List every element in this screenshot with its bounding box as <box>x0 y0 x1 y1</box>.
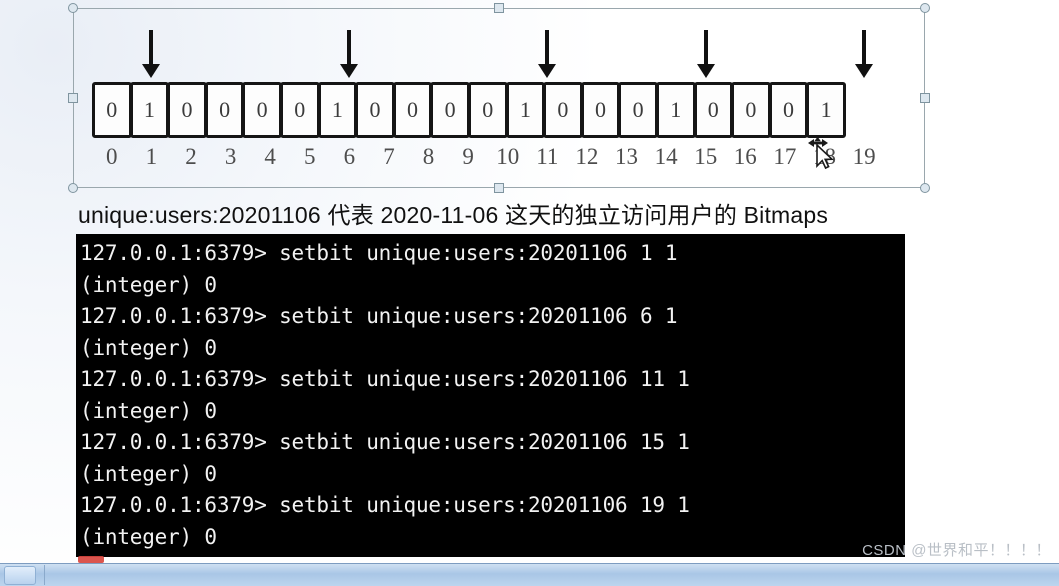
arrow-slot-3 <box>211 24 251 82</box>
arrow-slot-6 <box>330 24 370 82</box>
terminal-line: 127.0.0.1:6379> setbit unique:users:2020… <box>80 241 678 265</box>
arrow-slot-0 <box>92 24 132 82</box>
bit-cell: 0 <box>242 82 282 138</box>
bit-index-label: 14 <box>654 144 678 169</box>
terminal-line: (integer) 0 <box>80 398 217 423</box>
terminal-line: 127.0.0.1:6379> setbit unique:users:2020… <box>80 493 690 517</box>
bit-cell: 0 <box>693 82 734 138</box>
arrow-row <box>92 24 904 82</box>
bit-index-label: 16 <box>733 144 757 169</box>
arrow-slot-12 <box>567 24 607 82</box>
bit-index-label: 6 <box>343 144 356 169</box>
resize-handle-top-center[interactable] <box>494 3 504 13</box>
resize-handle-top-left[interactable] <box>68 3 78 13</box>
arrow-slot-19 <box>844 24 884 82</box>
bit-cell: 1 <box>655 82 696 138</box>
bit-cell: 1 <box>505 82 546 138</box>
arrow-slot-11 <box>528 24 568 82</box>
redis-cli-terminal[interactable]: 127.0.0.1:6379> setbit unique:users:2020… <box>76 234 905 557</box>
bit-index-label: 2 <box>185 144 197 169</box>
terminal-line: (integer) 0 <box>80 335 217 360</box>
down-arrow-icon <box>142 30 161 78</box>
resize-handle-middle-left[interactable] <box>68 93 78 103</box>
terminal-line: 127.0.0.1:6379> setbit unique:users:2020… <box>80 367 690 391</box>
bit-cell: 1 <box>129 82 170 138</box>
csdn-watermark: CSDN @世界和平！！！！ <box>862 542 1051 559</box>
arrow-slot-10 <box>488 24 528 82</box>
down-arrow-icon <box>340 30 359 78</box>
bit-cell: 0 <box>167 82 207 138</box>
arrow-slot-2 <box>171 24 211 82</box>
bit-cell: 0 <box>279 82 320 138</box>
bit-cell: 0 <box>618 82 658 138</box>
bit-cell: 0 <box>731 82 771 138</box>
terminal-line: (integer) 0 <box>80 461 217 486</box>
windows-taskbar[interactable] <box>0 563 1059 586</box>
arrow-slot-15 <box>686 24 726 82</box>
bit-cell: 0 <box>392 82 433 138</box>
bit-cell: 1 <box>317 82 358 138</box>
figure-caption: unique:users:20201106 代表 2020-11-06 这天的独… <box>78 202 829 228</box>
bit-cell: 0 <box>768 82 809 138</box>
arrow-slot-8 <box>409 24 449 82</box>
arrow-slot-1 <box>132 24 172 82</box>
terminal-line: 127.0.0.1:6379> setbit unique:users:2020… <box>80 430 690 454</box>
down-arrow-icon <box>538 30 557 78</box>
bit-index-label: 19 <box>852 144 876 169</box>
bit-cell: 0 <box>355 82 395 138</box>
resize-handle-bottom-left[interactable] <box>68 183 78 193</box>
bit-index-label: 8 <box>422 144 435 169</box>
bit-index-label: 4 <box>264 144 276 169</box>
down-arrow-icon <box>855 30 874 78</box>
bit-cell: 1 <box>806 82 846 138</box>
taskbar-divider <box>44 565 45 585</box>
start-button[interactable] <box>4 566 36 585</box>
arrow-slot-4 <box>250 24 290 82</box>
bit-index-label: 15 <box>694 144 718 169</box>
red-annotation-mark <box>78 556 104 563</box>
arrow-slot-14 <box>646 24 686 82</box>
bit-index-label: 5 <box>304 144 316 169</box>
bit-index-label: 17 <box>773 144 797 169</box>
bit-cell: 0 <box>204 82 245 138</box>
bit-index-label: 9 <box>462 144 474 169</box>
bit-index-label: 11 <box>536 144 559 169</box>
bit-index-label: 13 <box>615 144 639 169</box>
bit-cell: 0 <box>92 82 132 138</box>
bit-index-label: 3 <box>224 144 237 169</box>
resize-handle-bottom-right[interactable] <box>920 183 930 193</box>
resize-handle-top-right[interactable] <box>920 3 930 13</box>
arrow-slot-5 <box>290 24 330 82</box>
arrow-slot-7 <box>369 24 409 82</box>
terminal-line: 127.0.0.1:6379> setbit unique:users:2020… <box>80 304 678 328</box>
bit-index-label: 0 <box>106 144 118 169</box>
resize-handle-middle-right[interactable] <box>920 93 930 103</box>
arrow-slot-17 <box>765 24 805 82</box>
bit-cell: 0 <box>543 82 583 138</box>
bit-cell: 0 <box>430 82 470 138</box>
bit-index-label: 12 <box>575 144 599 169</box>
bit-index-label: 10 <box>496 144 520 169</box>
arrow-slot-9 <box>448 24 488 82</box>
bit-index-label: 7 <box>383 144 395 169</box>
arrow-slot-18 <box>805 24 845 82</box>
bit-index-label: 1 <box>145 144 158 169</box>
arrow-slot-13 <box>607 24 647 82</box>
down-arrow-icon <box>696 30 715 78</box>
terminal-line: (integer) 0 <box>80 272 217 297</box>
terminal-line: (integer) 0 <box>80 524 217 549</box>
resize-handle-bottom-center[interactable] <box>494 183 504 193</box>
bit-cell: 0 <box>580 82 621 138</box>
arrow-slot-16 <box>726 24 766 82</box>
bit-cell: 0 <box>467 82 508 138</box>
bit-index-label: 18 <box>812 144 836 169</box>
